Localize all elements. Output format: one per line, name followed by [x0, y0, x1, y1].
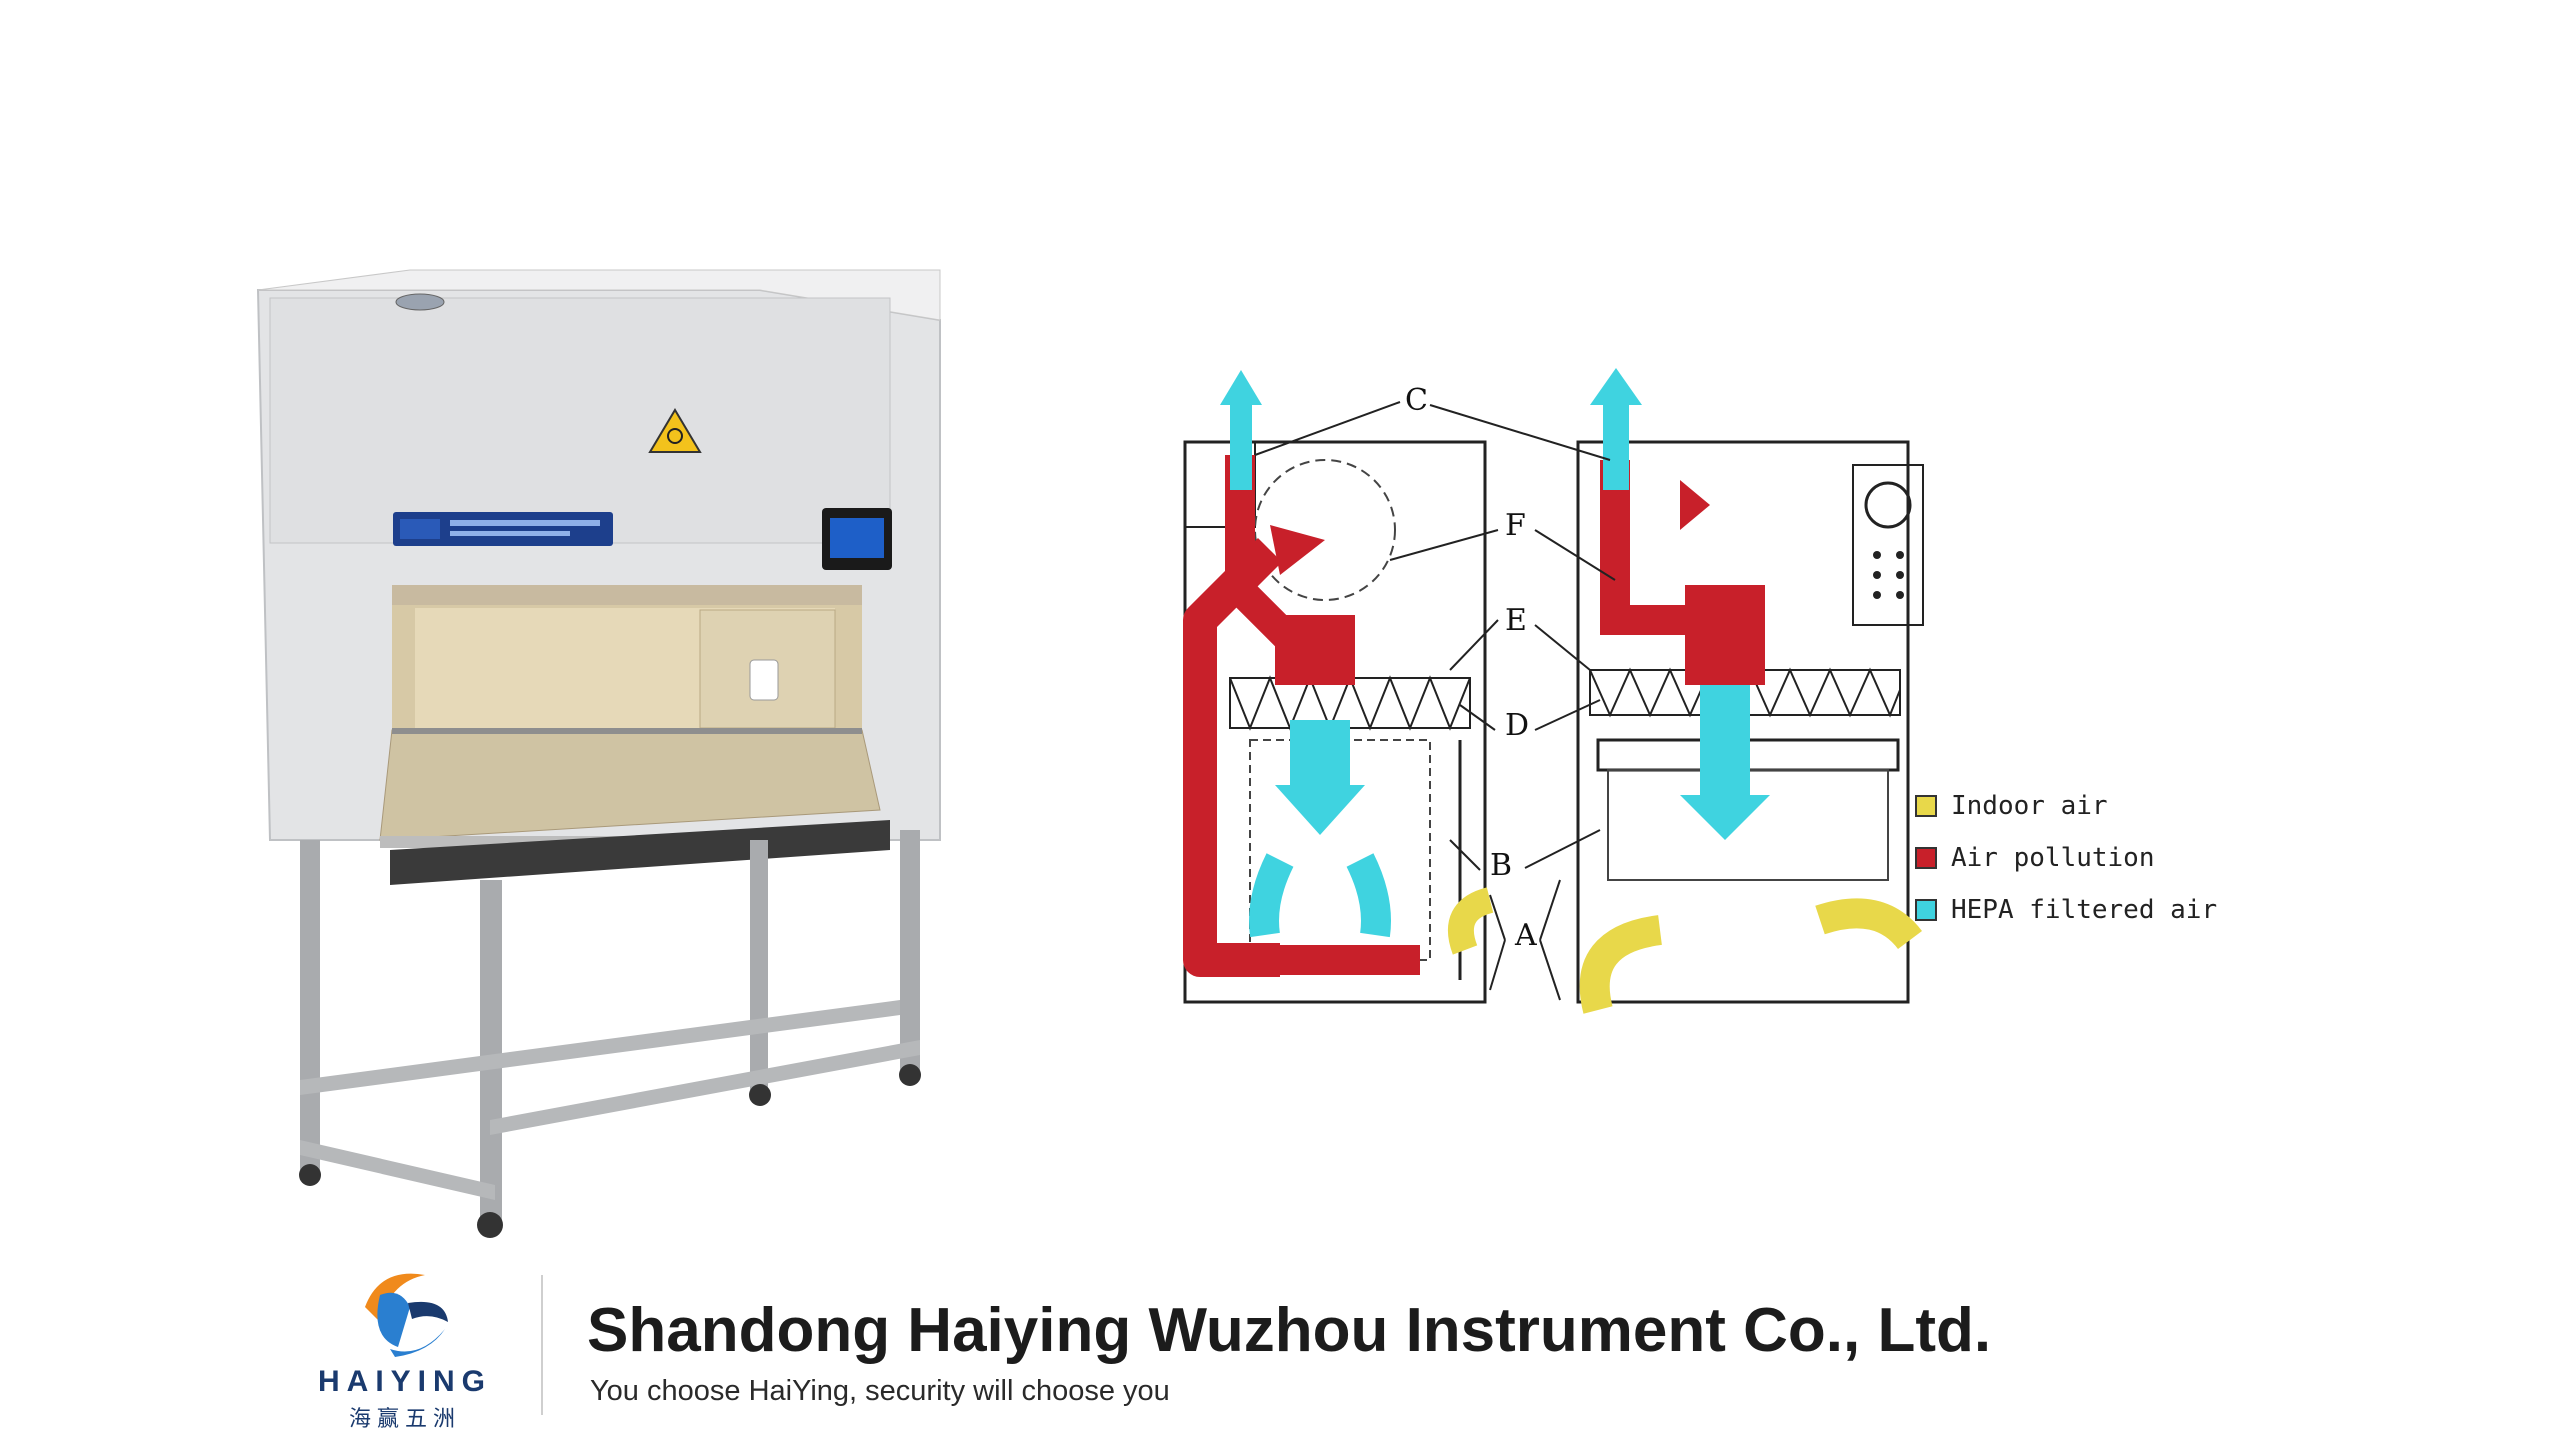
- side-view-cabinet: [1183, 370, 1494, 1004]
- legend-item-air-pollution: Air pollution: [1915, 832, 2217, 884]
- front-view-cabinet: [1576, 368, 1924, 1014]
- airflow-diagram: C F E D B A: [1183, 368, 1924, 1014]
- leader-lines: [1254, 401, 1616, 1001]
- biosafety-cabinet-image: [256, 269, 941, 1238]
- logo-chinese-name: 海赢五洲: [348, 1407, 461, 1432]
- label-e: E: [1505, 603, 1527, 638]
- legend-swatch-red: [1915, 847, 1937, 869]
- label-d: D: [1505, 708, 1529, 743]
- legend-label: Indoor air: [1951, 791, 2108, 821]
- label-c: C: [1405, 383, 1428, 418]
- legend-swatch-yellow: [1915, 795, 1937, 817]
- diagram-legend: Indoor air Air pollution HEPA filtered a…: [1915, 780, 2217, 936]
- company-slogan: You choose HaiYing, security will choose…: [590, 1375, 1170, 1407]
- legend-label: Air pollution: [1951, 843, 2155, 873]
- logo-wordmark: HAIYING: [317, 1365, 492, 1398]
- legend-label: HEPA filtered air: [1951, 895, 2218, 925]
- label-a: A: [1514, 918, 1537, 953]
- legend-item-hepa-filtered-air: HEPA filtered air: [1915, 884, 2217, 936]
- label-f: F: [1505, 508, 1526, 543]
- footer: HAIYING 海赢五洲 Shandong Haiying Wuzhou Ins…: [0, 1255, 2560, 1440]
- haiying-logo: HAIYING 海赢五洲: [300, 1267, 510, 1437]
- footer-divider: [541, 1275, 543, 1415]
- haiying-logo-icon: [361, 1271, 449, 1359]
- company-name: Shandong Haiying Wuzhou Instrument Co., …: [587, 1296, 1992, 1365]
- legend-swatch-cyan: [1915, 899, 1937, 921]
- label-b: B: [1490, 848, 1512, 883]
- legend-item-indoor-air: Indoor air: [1915, 780, 2217, 832]
